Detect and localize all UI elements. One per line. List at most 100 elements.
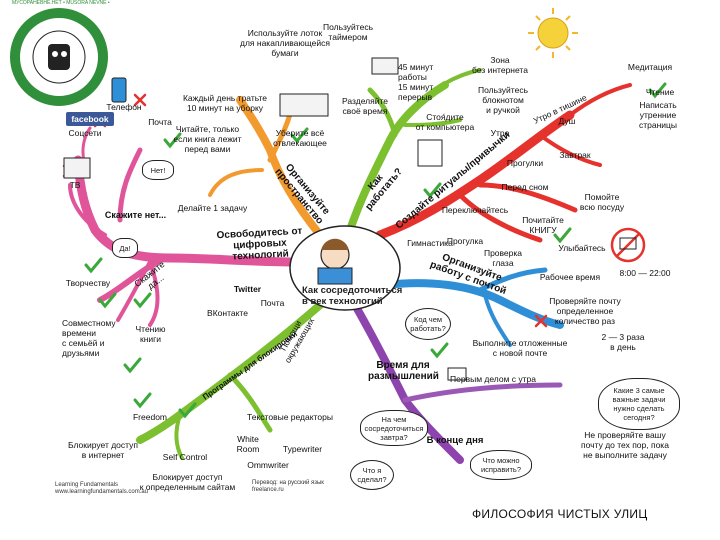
credit-left: Learning Fundamentals www.learningfundam… bbox=[55, 482, 149, 495]
violet-branch-2 bbox=[402, 382, 563, 403]
label-white-room: White Room bbox=[236, 434, 260, 454]
label-walking: Прогулка bbox=[446, 236, 484, 246]
red-branch-4 bbox=[457, 192, 543, 243]
label-timer: Пользуйтесь таймером bbox=[322, 22, 374, 42]
facebook-logo-box bbox=[66, 112, 114, 126]
green-branch-3 bbox=[418, 68, 482, 107]
label-social: Соцсети bbox=[68, 128, 102, 138]
branch-reflect: Время для размышлений bbox=[368, 360, 439, 382]
green-branch-2 bbox=[367, 87, 398, 138]
center-figure bbox=[289, 225, 401, 311]
label-gym: Гимнастика bbox=[407, 238, 453, 248]
green-branch-4 bbox=[403, 118, 462, 127]
label-pages: Написать утренние страницы bbox=[638, 100, 678, 130]
orange-branch-3 bbox=[208, 168, 264, 197]
timer-icon bbox=[371, 57, 399, 75]
label-no-internet: Зона без интернета bbox=[472, 55, 528, 75]
label-morning: Утро bbox=[490, 128, 510, 138]
red-branch-2 bbox=[477, 182, 578, 213]
label-work-time: Рабочее время bbox=[539, 272, 601, 282]
notebook-icon bbox=[417, 139, 443, 167]
label-facebook: facebook bbox=[71, 114, 109, 124]
label-meditation: Медитация bbox=[627, 62, 673, 72]
red-branch bbox=[375, 110, 575, 240]
bubble-what-working: На чем сосредоточиться завтра? bbox=[360, 410, 428, 446]
sun-icon bbox=[528, 8, 578, 58]
pink-branch-5 bbox=[116, 260, 152, 322]
pink-branch-6 bbox=[148, 260, 160, 327]
label-minutes: 45 минут работы 15 минут перерыв bbox=[398, 62, 434, 102]
label-remove-all: Уберите всё отвлекающее bbox=[273, 128, 327, 148]
label-breakfast: Завтрак bbox=[559, 150, 591, 160]
bubble-three-tasks: Какие 3 самые важные задачи нужно сделат… bbox=[598, 378, 680, 430]
footer-caption: ФИЛОСОФИЯ ЧИСТЫХ УЛИЦ bbox=[472, 507, 648, 521]
bubble-what-fix: Что можно исправить? bbox=[470, 450, 532, 480]
program-branch bbox=[136, 301, 324, 444]
label-tv: ТВ bbox=[69, 180, 81, 190]
bubble-yes: Да! bbox=[112, 238, 138, 258]
bubble-mail-question: Код чем работать? bbox=[405, 308, 451, 340]
center-topic: Как сосредоточиться в век технологий bbox=[302, 285, 403, 307]
credit-right: Перевод: на русский язык freelance.ru bbox=[252, 480, 324, 493]
label-ommwriter: Ommwriter bbox=[247, 460, 289, 470]
label-new-mail: Выполните отложенные с новой почте bbox=[472, 338, 568, 358]
red-branch-3 bbox=[538, 133, 602, 167]
label-eye-check: Проверка глаза bbox=[483, 248, 523, 268]
label-end-day: В конце дня bbox=[426, 435, 484, 446]
label-vkontakte: ВКонтакте bbox=[207, 308, 248, 318]
bubble-what-done: Что я сделал? bbox=[350, 460, 394, 490]
watermark-stamp bbox=[10, 8, 108, 106]
label-switch: Переключайтесь bbox=[441, 205, 509, 215]
pink-branch-2 bbox=[97, 255, 168, 303]
tv-icon bbox=[63, 157, 91, 179]
label-hours: 8:00 — 22:00 bbox=[619, 268, 671, 278]
label-stand-up: Стоя́дите от компьютера bbox=[415, 112, 475, 132]
phone-icon bbox=[111, 77, 127, 103]
label-check-mail-late: Не проверяйте вашу почту до тех пор, пок… bbox=[581, 430, 669, 460]
label-self-control: Self Control bbox=[162, 452, 208, 462]
label-reading-rule: Читайте, только если книга лежит перед в… bbox=[173, 124, 242, 154]
envelope-icon bbox=[447, 367, 467, 381]
program-branch-2 bbox=[227, 372, 273, 433]
label-walk: Прогулки bbox=[506, 158, 544, 168]
label-typewriter: Typewriter bbox=[282, 444, 323, 454]
label-reading: Чтение bbox=[645, 87, 675, 97]
label-creativity: Творчеству bbox=[65, 278, 111, 288]
label-post: Почта bbox=[260, 298, 285, 308]
check-marks bbox=[84, 82, 667, 419]
no-computer-icon bbox=[610, 227, 646, 263]
pink-branch-3 bbox=[117, 147, 143, 223]
label-check-mail: Проверяйте почту определенное количество… bbox=[549, 296, 621, 326]
label-phone: Телефон bbox=[106, 102, 142, 112]
tray-icon bbox=[279, 93, 329, 117]
watermark-text: МУСОРАНЕВНЕ.НЕТ • MUSORA NEVNE • bbox=[12, 0, 110, 6]
label-block-internet: Блокирует доступ в интернет bbox=[68, 440, 138, 460]
label-one-task: Делайте 1 задачу bbox=[177, 203, 248, 213]
label-text-editors: Текстовые редакторы bbox=[247, 412, 333, 422]
branch-digital: Освободитесь от цифровых технологий bbox=[216, 225, 303, 263]
label-before-sleep: Перед сном bbox=[501, 182, 549, 192]
label-smile: Улыбайтесь bbox=[558, 243, 606, 253]
label-times: 2 — 3 раза в день bbox=[601, 332, 645, 352]
red-branch-5 bbox=[568, 83, 632, 117]
label-books: Чтению книги bbox=[135, 324, 166, 344]
bubble-no: Нет! bbox=[142, 160, 174, 180]
program-branch-3 bbox=[174, 413, 184, 460]
label-read-book: Почитайте КНИГУ bbox=[522, 215, 564, 235]
label-freedom: Freedom bbox=[132, 412, 167, 422]
label-first-things: Первым делом с утра bbox=[450, 374, 536, 384]
branch-lines bbox=[68, 68, 632, 464]
pink-branch-4 bbox=[68, 183, 107, 237]
label-twitter: Twitter bbox=[233, 284, 262, 294]
label-family: Совместному времени с семьёй и друзьями bbox=[62, 318, 116, 358]
orange-branch bbox=[236, 96, 324, 239]
label-use-tray: Используйте лоток для накапливающейся бу… bbox=[240, 28, 330, 58]
blue-branch-2 bbox=[477, 267, 548, 293]
label-block-sites: Блокирует доступ к определенным сайтам bbox=[139, 472, 236, 492]
label-shower: Душ bbox=[558, 116, 576, 126]
label-notebook: Пользуйтесь блокнотом и ручкой bbox=[477, 85, 529, 115]
label-mail: Почта bbox=[148, 117, 172, 127]
label-dishes: Помойте всю посуду bbox=[579, 192, 625, 212]
label-split-time: Разделяйте своё время bbox=[342, 96, 388, 116]
